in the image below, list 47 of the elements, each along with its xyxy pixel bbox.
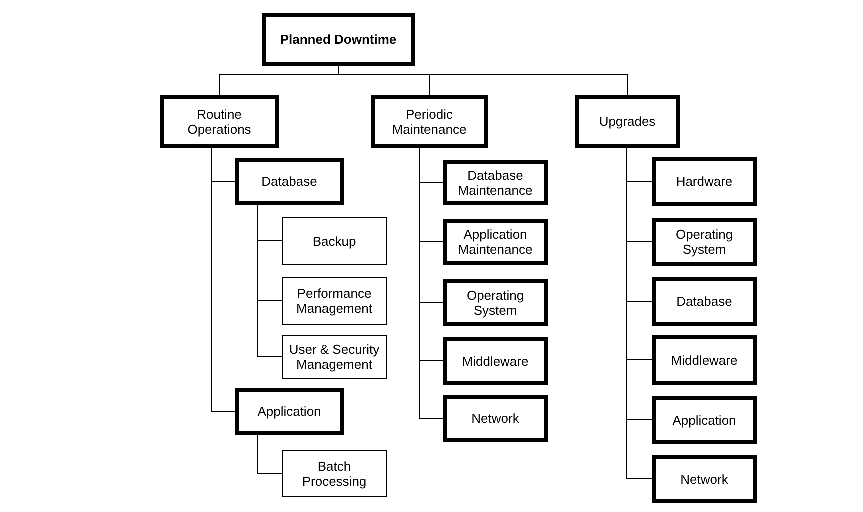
category-box: [371, 95, 488, 148]
connector-line: [420, 148, 444, 419]
box-label: Network: [680, 472, 728, 486]
category-box: [262, 13, 415, 66]
box-label: Performance Management: [296, 286, 374, 316]
box-label: Periodic Maintenance: [391, 106, 468, 136]
category-box: [235, 158, 344, 205]
category-box: [575, 95, 680, 148]
box-label: Operating System: [466, 288, 526, 318]
box-label: Backup: [312, 234, 356, 248]
box-label: Middleware: [671, 352, 738, 368]
box-label: Database: [676, 294, 732, 309]
category-box: [443, 395, 548, 442]
connector-line: [212, 148, 236, 412]
box-label: Application: [672, 412, 736, 428]
box-label: Hardware: [676, 174, 733, 189]
category-box: [282, 450, 387, 497]
category-box: [160, 95, 279, 148]
box-label: Network: [472, 411, 520, 426]
category-box: [282, 217, 387, 265]
box-label: Routine Operations: [186, 106, 252, 136]
category-box: [652, 335, 757, 385]
box-label: User & Security Management: [288, 342, 381, 372]
box-label: Application Maintenance: [457, 227, 534, 257]
box-label: Database Maintenance: [457, 168, 534, 198]
connector-line: [258, 434, 282, 474]
box-label: Database: [262, 174, 318, 189]
box-label: Application: [258, 404, 322, 419]
category-box: [652, 455, 757, 503]
category-box: [652, 277, 757, 326]
box-label: Batch Processing: [301, 458, 368, 488]
category-box: [235, 388, 344, 435]
box-label: Operating System: [674, 227, 734, 257]
category-box: [282, 335, 387, 379]
connector-line: [338, 66, 628, 96]
box-label: Planned Downtime: [280, 32, 397, 47]
box-label: Middleware: [462, 354, 529, 368]
category-box: [652, 157, 757, 206]
category-box: [443, 160, 548, 205]
category-box: [443, 337, 548, 385]
category-box: [443, 219, 548, 265]
connector-line: [258, 204, 282, 358]
category-box: [282, 277, 387, 325]
category-box: [652, 218, 757, 266]
box-label: Upgrades: [599, 114, 656, 129]
category-box: [443, 279, 548, 326]
category-box: [652, 396, 757, 444]
